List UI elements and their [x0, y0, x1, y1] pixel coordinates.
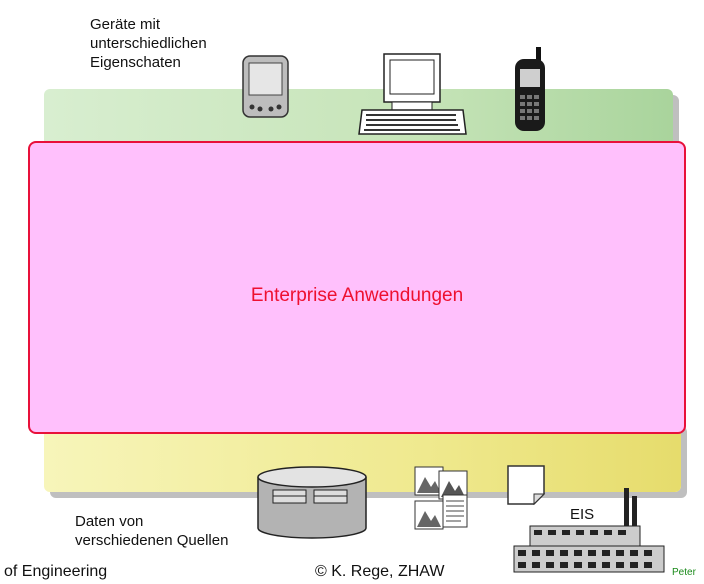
eis-label: EIS [570, 506, 595, 523]
pda-icon [242, 55, 289, 118]
footer-center: © K. Rege, ZHAW [315, 563, 445, 580]
footer-right: Peter [672, 567, 696, 578]
enterprise-applications-box: Enterprise Anwendungen [28, 141, 686, 434]
document-icon [507, 465, 546, 506]
image-documents-icon [413, 465, 469, 531]
enterprise-label: Enterprise Anwendungen [250, 285, 464, 306]
desktop-computer-icon [358, 52, 467, 136]
factory-icon [510, 488, 670, 574]
mobile-phone-icon [512, 47, 548, 133]
database-icon [256, 465, 369, 540]
data-sources-label: Daten von verschiedenen Quellen [75, 513, 229, 549]
footer-left: of Engineering [4, 563, 108, 580]
devices-label: Geräte mit unterschiedlichen Eigenschate… [90, 16, 207, 71]
